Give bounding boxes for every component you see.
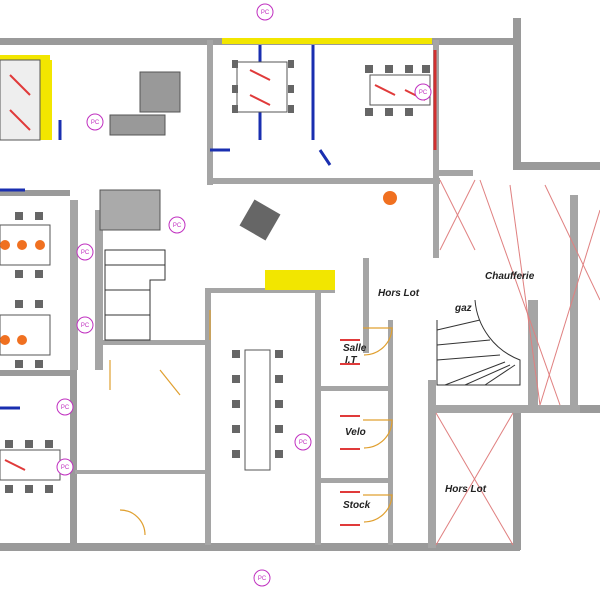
pc-label: PC	[419, 90, 428, 96]
room-label-salle-it: Salle	[343, 343, 367, 354]
glass-partitions	[0, 45, 437, 410]
room-label-stock: Stock	[343, 500, 371, 511]
pc-label: PC	[258, 576, 267, 582]
room-label-hors-lot-bottom: Hors Lot	[445, 484, 487, 495]
desks	[0, 59, 431, 481]
room-label-gaz: gaz	[454, 303, 472, 314]
pc-label: PC	[61, 465, 70, 471]
room-label-velo: Velo	[345, 427, 366, 438]
staircase	[104, 249, 521, 386]
pc-label: PC	[61, 405, 70, 411]
doors	[109, 310, 393, 536]
orange-markers	[0, 191, 397, 345]
pc-label: PC	[173, 223, 182, 229]
room-label-hors-lot-top: Hors Lot	[378, 288, 420, 299]
pc-label: PC	[81, 323, 90, 329]
room-label-chaufferie: Chaufferie	[485, 271, 535, 282]
pc-label: PC	[299, 440, 308, 446]
pc-label: PC	[91, 120, 100, 126]
highlight-zones	[0, 38, 432, 290]
pc-markers	[56, 3, 432, 587]
pc-label: PC	[261, 10, 270, 16]
pc-label: PC	[81, 250, 90, 256]
excluded-zones	[435, 179, 600, 546]
red-marks	[4, 69, 426, 526]
room-label-salle-it-suffix: I.T	[345, 355, 358, 366]
chairs	[5, 60, 430, 493]
